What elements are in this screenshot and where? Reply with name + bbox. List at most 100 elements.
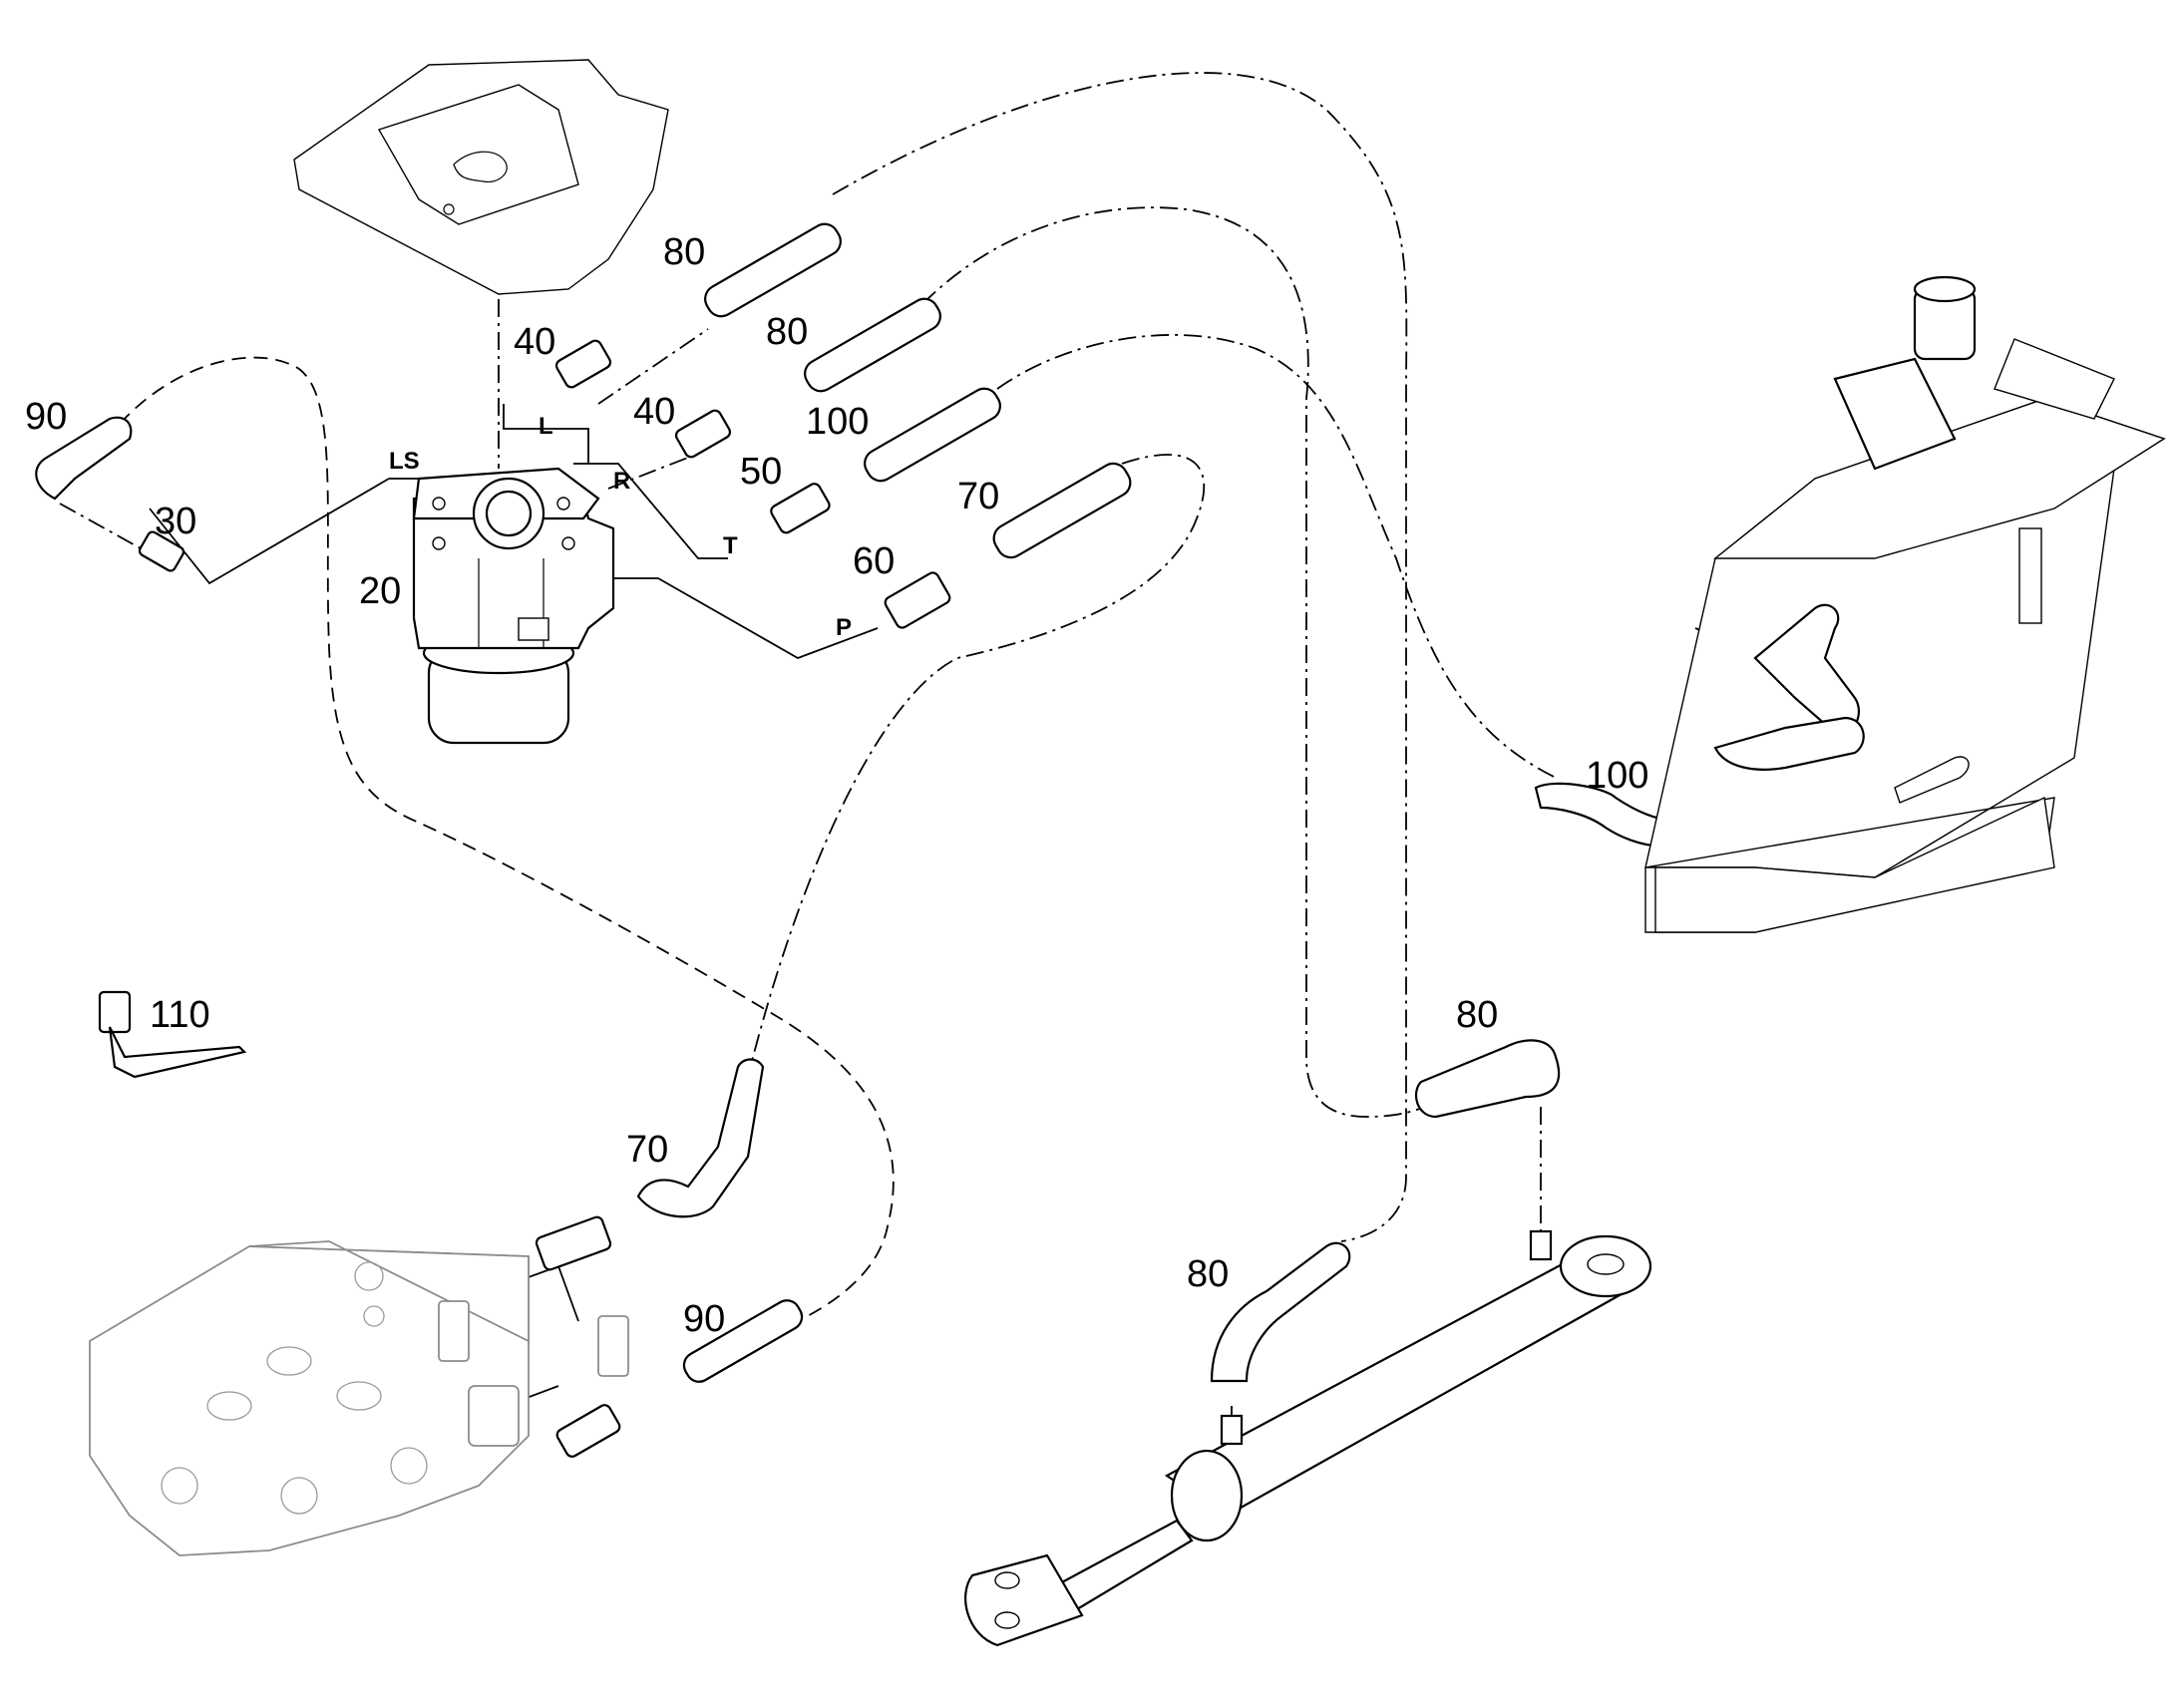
valve-spool [280, 1477, 318, 1515]
valve-relief [597, 1315, 629, 1377]
clevis-hole [994, 1611, 1020, 1629]
hose-80-second [804, 297, 941, 393]
cylinder-eye-hole [1587, 1253, 1625, 1275]
tank-top [1713, 398, 2166, 559]
valve-fitting [438, 1300, 470, 1362]
port-label-ls: LS [389, 448, 420, 475]
fitting-60 [884, 571, 951, 629]
leader-40b [607, 453, 699, 490]
part-110-strap [108, 1026, 247, 1079]
valve-top-block [248, 1240, 530, 1343]
callout-40-a: 40 [514, 321, 555, 363]
control-valve [89, 1240, 629, 1556]
hose-80-second-body [804, 297, 941, 393]
cylinder-end-left [1170, 1449, 1244, 1542]
hose-100-upper [864, 387, 1001, 483]
cylinder-port-left [1220, 1414, 1244, 1446]
part-110-head [98, 990, 132, 1034]
callout-70-a: 70 [957, 476, 999, 517]
cylinder-port-right [1529, 1229, 1553, 1261]
cylinder-clevis [964, 1553, 1084, 1647]
fitting-40a-body [554, 339, 612, 389]
route-80-top [832, 72, 1408, 1242]
leader-t [573, 463, 728, 559]
callout-80-b: 80 [766, 311, 808, 353]
tank-bracket [1994, 338, 2115, 420]
route-100 [996, 334, 1557, 779]
fitting-30 [138, 530, 185, 572]
callout-100-b: 100 [1586, 755, 1648, 797]
hose-80-right-body [1414, 1039, 1561, 1119]
callout-labels: 20 30 40 40 50 60 70 70 80 80 80 80 90 9… [25, 231, 1648, 1340]
callout-20: 20 [359, 570, 401, 612]
fitting-50 [770, 483, 831, 534]
bolt [561, 536, 575, 550]
valve-fittings [535, 1215, 621, 1458]
valve-port [354, 1261, 384, 1291]
bolt [432, 536, 446, 550]
callout-60: 60 [853, 540, 895, 582]
steering-unit-tag [518, 617, 549, 641]
leader-90-30 [59, 503, 151, 554]
hose-70-lower [636, 1058, 765, 1218]
bolt [432, 497, 446, 511]
callout-80-d: 80 [1187, 1253, 1229, 1295]
hose-80-lower-body [1210, 1241, 1351, 1383]
hose-80-upper-body [704, 222, 842, 318]
mounting-plate [293, 59, 669, 295]
steering-unit [412, 467, 615, 745]
leader-30 [149, 478, 390, 585]
fitting-30-body [138, 530, 185, 572]
valve-end-cap [468, 1385, 520, 1447]
clevis-hole [994, 1571, 1020, 1589]
valve-section [336, 1381, 382, 1411]
port-label-r: R [613, 468, 630, 495]
hydraulic-tank [1644, 275, 2166, 933]
callout-90-b: 90 [683, 1298, 725, 1340]
port-label-t: T [723, 532, 738, 559]
tank-level-gauge [2018, 527, 2042, 624]
steering-unit-shaft [485, 490, 533, 537]
steering-cylinder [964, 1229, 1652, 1647]
fitting-50-body [770, 483, 831, 534]
callout-70-b: 70 [626, 1129, 668, 1171]
plate-keyhole [453, 151, 508, 183]
callout-90-a: 90 [25, 396, 67, 438]
port-label-l: L [539, 413, 553, 440]
callout-40-b: 40 [633, 391, 675, 433]
hose-70-lower-body [636, 1058, 765, 1218]
route-90-loop [119, 356, 895, 1322]
valve-section [206, 1391, 252, 1421]
part-110 [98, 990, 247, 1079]
hose-90-lower [682, 1299, 804, 1383]
fitting-40a [554, 339, 612, 389]
tank-label [1894, 756, 1970, 804]
tank-filler-top [1913, 275, 1977, 303]
hose-70-upper [992, 462, 1132, 559]
tank-base [1654, 796, 2055, 933]
callout-80-a: 80 [663, 231, 705, 273]
valve-port [363, 1305, 385, 1327]
callout-100-a: 100 [806, 401, 869, 443]
hose-90-lower-body [682, 1299, 804, 1383]
callout-110: 110 [150, 994, 210, 1036]
valve-fitting-upper [535, 1215, 612, 1271]
port-labels: LS L R T P [389, 413, 852, 641]
tank-filter-head [1833, 357, 1957, 471]
tank-fittings-lower [1713, 716, 1865, 771]
plate-hole [443, 203, 455, 215]
port-label-p: P [836, 614, 852, 641]
hose-routes [119, 72, 1916, 1322]
callout-80-c: 80 [1456, 994, 1498, 1036]
plate-bracket [377, 84, 579, 225]
fitting-40b-body [674, 409, 732, 459]
hose-90-left [35, 416, 133, 501]
leader-40a [597, 328, 709, 405]
leader-l [503, 404, 589, 464]
valve-spool [161, 1467, 198, 1505]
route-70 [747, 454, 1206, 1078]
bolt [556, 497, 570, 511]
fitting-40b [674, 409, 732, 459]
valve-section [266, 1346, 312, 1376]
